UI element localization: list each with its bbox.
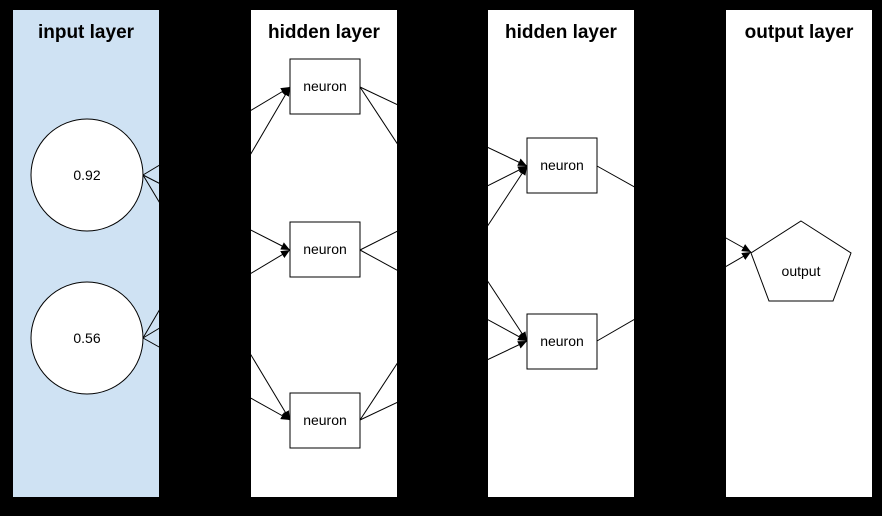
edge-input2-h1n2 bbox=[142, 249, 291, 339]
input-node-2 bbox=[30, 281, 144, 395]
output-node bbox=[750, 220, 852, 302]
edge-h1n1-h2n2 bbox=[359, 86, 528, 342]
input-node-1-label: 0.92 bbox=[73, 167, 100, 183]
input-layer-panel bbox=[13, 10, 159, 497]
edge-input1-h1n3 bbox=[142, 174, 291, 421]
hidden2-neuron-2-label: neuron bbox=[540, 333, 584, 349]
hidden-layer-2-title: hidden layer bbox=[505, 22, 618, 43]
input-node-2-label: 0.56 bbox=[73, 330, 100, 346]
edge-h1n2-h2n1 bbox=[359, 165, 528, 251]
input-node-1 bbox=[30, 118, 144, 232]
hidden1-neuron-2-label: neuron bbox=[303, 241, 347, 257]
output-node-label: output bbox=[782, 263, 821, 279]
hidden1-neuron-3 bbox=[289, 392, 361, 449]
edge-h1n3-h2n1 bbox=[359, 165, 528, 421]
edge-h1n3-h2n2 bbox=[359, 340, 528, 421]
input-layer-title: input layer bbox=[38, 22, 135, 43]
edge-h2n1-output bbox=[596, 165, 752, 253]
edge-h1n2-h2n2 bbox=[359, 249, 528, 342]
hidden-layer-2-panel bbox=[488, 10, 634, 497]
hidden-layer-1-title: hidden layer bbox=[268, 22, 381, 43]
hidden1-neuron-1-label: neuron bbox=[303, 78, 347, 94]
hidden1-neuron-2 bbox=[289, 221, 361, 278]
edge-input1-h1n1 bbox=[142, 86, 291, 176]
connection-edges bbox=[142, 86, 752, 421]
nodes bbox=[30, 58, 852, 449]
edge-input2-h1n1 bbox=[142, 86, 291, 339]
hidden2-neuron-1 bbox=[526, 137, 598, 194]
hidden1-neuron-1 bbox=[289, 58, 361, 115]
edge-h2n2-output bbox=[596, 251, 752, 342]
output-layer-title: output layer bbox=[745, 22, 854, 43]
edge-h1n1-h2n1 bbox=[359, 86, 528, 167]
hidden1-neuron-3-label: neuron bbox=[303, 412, 347, 428]
hidden2-neuron-1-label: neuron bbox=[540, 157, 584, 173]
node-labels: 0.92 0.56 neuron neuron neuron neuron ne… bbox=[73, 78, 820, 428]
layer-titles: input layer hidden layer hidden layer ou… bbox=[38, 22, 854, 43]
edge-input2-h1n3 bbox=[142, 337, 291, 421]
hidden2-neuron-2 bbox=[526, 313, 598, 370]
